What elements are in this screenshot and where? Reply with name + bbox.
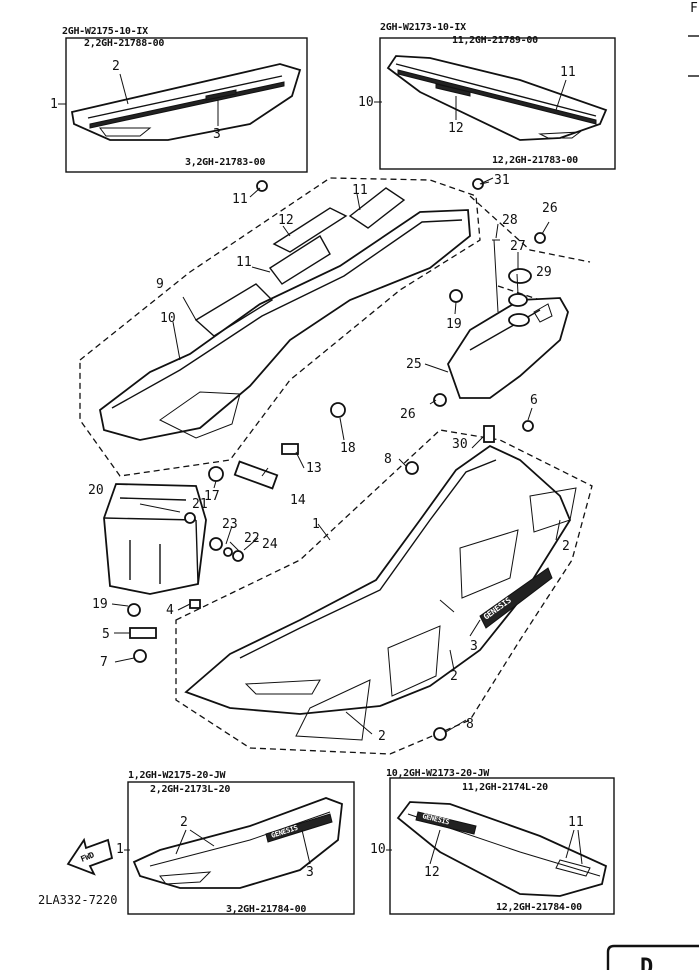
inset-tl-assembly-number: 2GH-W2175-10-IX: [62, 26, 148, 37]
inset-top-right: 2GH-W2173-10-IX 11,2GH-21789-00 12,2GH-2…: [358, 22, 616, 170]
forward-arrow-icon: FWD: [66, 837, 114, 876]
side-cover-left-illustration-2: GENESIS: [132, 797, 343, 889]
inset-tr-callout-10: 10: [358, 95, 374, 110]
inset-tr-callout-12: 12: [448, 121, 464, 136]
callout-30: 30: [452, 437, 468, 452]
inset-tl-callout-2: 2: [112, 59, 120, 74]
callout-26-b: 26: [400, 407, 416, 422]
callout-15: 11: [232, 192, 248, 207]
right-side-cover: [99, 209, 471, 441]
callout-22: 23: [222, 517, 238, 532]
inset-bl-part-line-3: 3,2GH-21784-00: [226, 904, 306, 915]
callout-29: 28: [502, 213, 518, 228]
inset-br-callout-10: 10: [370, 842, 386, 857]
callout-17: 18: [340, 441, 356, 456]
inset-top-left: 2GH-W2175-10-IX 2,2GH-21788-00 3,2GH-217…: [50, 26, 308, 173]
hardware-parts: [127, 178, 546, 741]
inset-tl-callout-3: 3: [213, 127, 221, 142]
callout-7: 7: [100, 655, 108, 670]
callout-16: 17: [204, 489, 220, 504]
callout-8: 8: [466, 717, 474, 732]
callout-26-a: 26: [542, 201, 558, 216]
callout-4: 4: [166, 603, 174, 618]
callout-2-a: 2: [562, 539, 570, 554]
inset-tl-part-line-3: 3,2GH-21783-00: [185, 157, 265, 168]
callout-2-c: 2: [378, 729, 386, 744]
callout-24: 19: [92, 597, 108, 612]
callout-18: 19: [446, 317, 462, 332]
callout-9: 8: [384, 452, 392, 467]
inset-bl-assembly-number: 1,2GH-W2175-20-JW: [128, 770, 227, 781]
callout-13: 13: [306, 461, 322, 476]
callout-20: 21: [192, 497, 208, 512]
callout-10: 9: [156, 277, 164, 292]
inset-tr-part-line-3: 12,2GH-21783-00: [492, 155, 578, 166]
callout-28: 29: [536, 265, 552, 280]
callout-31: 31: [494, 173, 510, 188]
inset-bl-callout-1: 1: [116, 842, 124, 857]
callout-27: 27: [510, 239, 526, 254]
page-tab: D: [606, 944, 699, 970]
callout-3: 3: [470, 639, 478, 654]
inset-tl-part-line-2: 2,2GH-21788-00: [84, 38, 164, 49]
fuel-tank: [447, 297, 569, 399]
callout-21: 22: [244, 531, 260, 546]
callout-14: 14: [290, 493, 306, 508]
inset-tr-assembly-number: 2GH-W2173-10-IX: [380, 22, 466, 33]
callout-2-b: 2: [450, 669, 458, 684]
inset-br-callout-11: 11: [568, 815, 584, 830]
main-exploded-view: GENESIS: [79, 173, 593, 755]
inset-br-assembly-number: 10,2GH-W2173-20-JW: [386, 768, 490, 779]
battery-box: [103, 483, 207, 595]
callout-12: 12: [278, 213, 294, 228]
inset-bottom-left: 1,2GH-W2175-20-JW 2,2GH-2173L-20 3,2GH-2…: [116, 770, 355, 915]
left-side-cover: [184, 444, 572, 715]
inset-bl-callout-3: 3: [306, 865, 314, 880]
diagram-code: 2LA332-7220: [38, 893, 117, 907]
inset-br-part-line-2: 11,2GH-2174L-20: [462, 782, 548, 793]
corner-mark: F: [690, 1, 698, 16]
inset-tr-part-line-2: 11,2GH-21789-00: [452, 35, 538, 46]
callout-5: 5: [102, 627, 110, 642]
side-cover-right-illustration-2: GENESIS: [396, 801, 608, 897]
inset-br-callout-12: 12: [424, 865, 440, 880]
inset-bottom-right: 10,2GH-W2173-20-JW 11,2GH-2174L-20 12,2G…: [370, 768, 615, 915]
inset-bl-part-line-2: 2,2GH-2173L-20: [150, 784, 230, 795]
page-tab-letter: D: [640, 955, 653, 970]
inset-tr-callout-11: 11: [560, 65, 576, 80]
callout-1: 1: [312, 517, 320, 532]
callout-23: 24: [262, 537, 278, 552]
callout-6: 6: [530, 393, 538, 408]
callout-11-b: 11: [236, 255, 252, 270]
callout-19: 20: [88, 483, 104, 498]
inset-tl-callout-1: 1: [50, 97, 58, 112]
callout-25: 25: [406, 357, 422, 372]
callout-11-a: 11: [352, 183, 368, 198]
side-cover-right-illustration: [386, 55, 608, 141]
inset-br-part-line-3: 12,2GH-21784-00: [496, 902, 582, 913]
side-cover-left-illustration: [70, 63, 302, 141]
callout-11-c: 10: [160, 311, 176, 326]
inset-bl-callout-2: 2: [180, 815, 188, 830]
